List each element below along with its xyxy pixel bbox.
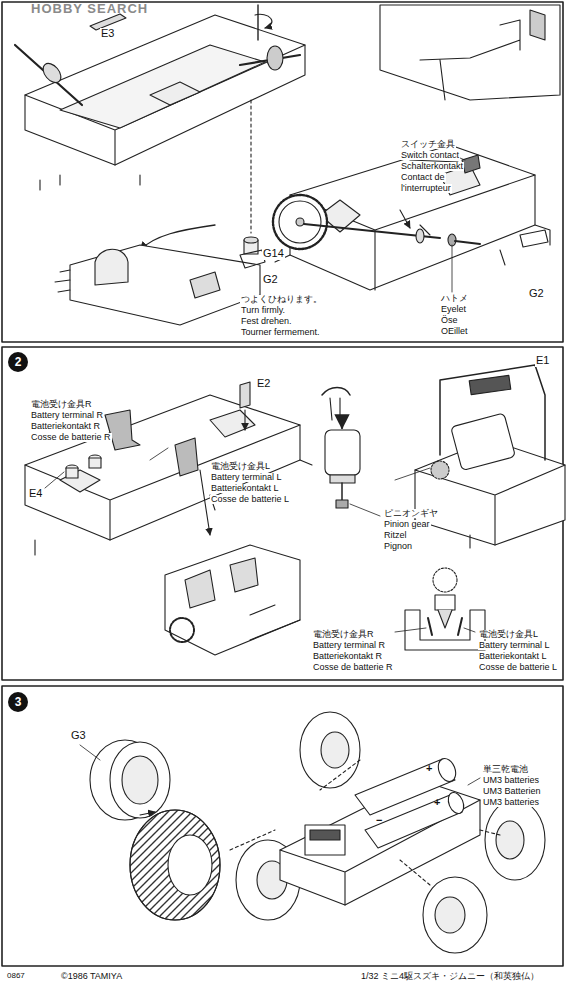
part-note: UM3 batteries <box>482 798 540 807</box>
instruction-note: Turn firmly. <box>240 306 286 315</box>
axle-line <box>230 760 500 885</box>
watermark: HOBBY SEARCH <box>30 2 149 16</box>
part-note: スイッチ金具 <box>400 140 456 149</box>
e2-part <box>240 382 250 430</box>
wheel-tire <box>80 740 220 920</box>
part-note: Battery terminal L <box>210 473 283 482</box>
part-note: OEillet <box>440 327 469 336</box>
shaft-gear <box>15 5 300 105</box>
arrow <box>140 225 215 250</box>
part-note: Cosse de batterie R <box>30 433 112 442</box>
polarity-sign: − <box>375 815 383 827</box>
part-note: Cosse de batterie L <box>210 495 290 504</box>
part-note: Batteriekontakt R <box>30 422 101 431</box>
terminal-detail <box>395 568 485 650</box>
part-number: G2 <box>528 288 545 300</box>
part-note: Eyelet <box>440 305 467 314</box>
part-number: E3 <box>100 28 115 40</box>
instruction-note: つよくひねります。 <box>240 295 323 304</box>
part-note: Pinion gear <box>383 520 431 529</box>
part-note: ハトメ <box>440 294 469 303</box>
leader-line <box>452 245 453 292</box>
chassis <box>380 5 560 100</box>
part-note: Ritzel <box>383 531 408 540</box>
e4-part <box>45 455 101 488</box>
part-note: Öse <box>440 316 459 325</box>
part-note: 電池受け金具R <box>312 630 375 639</box>
step-number: 2 <box>8 352 28 372</box>
wheel <box>236 712 545 953</box>
part-number: E1 <box>535 355 550 367</box>
instruction-note: Tourner fermement. <box>240 328 321 337</box>
part-note: Batteriekontakt L <box>210 484 280 493</box>
part-note: 電池受け金具L <box>210 462 271 471</box>
part-note: Switch contact <box>400 151 460 160</box>
part-note: Pignon <box>383 542 413 551</box>
battery-terminal <box>90 410 198 476</box>
step-panel <box>2 686 563 966</box>
motor <box>322 388 380 517</box>
code-number: 0867 <box>6 972 26 980</box>
arrow <box>200 470 210 535</box>
part-number: E2 <box>256 378 271 390</box>
part-note: UM3 batteries <box>482 776 540 785</box>
part-note: Contact de <box>400 173 446 182</box>
part-note: Battery terminal L <box>478 641 551 650</box>
part-number: G3 <box>70 730 87 742</box>
chassis <box>25 14 305 190</box>
chassis <box>25 395 312 555</box>
instruction-note: Fest drehen. <box>240 317 293 326</box>
part-number: E4 <box>28 488 43 500</box>
crown-gear-shaft <box>273 195 480 249</box>
detail-view <box>55 245 260 325</box>
part-note: Cosse de batterie L <box>478 663 558 672</box>
polarity-sign: + <box>433 797 441 809</box>
copyright: ©1986 TAMIYA <box>60 972 123 981</box>
part-note: l'interrupteur <box>400 184 452 193</box>
kit-title: 1/32 ミニ4駆スズキ・ジムニー（和英独仏） <box>360 972 540 981</box>
part-note: 単三乾電池 <box>482 765 529 774</box>
detail-view <box>165 545 300 655</box>
part-note: Batteriekontakt R <box>312 652 383 661</box>
part-note: Battery terminal R <box>312 641 386 650</box>
part-note: 電池受け金具R <box>30 400 93 409</box>
polarity-sign: + <box>425 763 433 775</box>
step-panel <box>2 2 563 342</box>
part-note: Batteriekontakt L <box>478 652 548 661</box>
part-note: Battery terminal R <box>30 411 104 420</box>
part-note: ピニオンギヤ <box>383 509 439 518</box>
g14-part <box>244 100 258 254</box>
part-note: 電池受け金具L <box>478 630 539 639</box>
battery <box>355 756 480 848</box>
part-number: G14 <box>262 248 285 260</box>
part-number: G2 <box>262 274 279 286</box>
chassis <box>240 145 550 290</box>
part-note: Cosse de batterie R <box>312 663 394 672</box>
step-number: 3 <box>8 692 28 712</box>
part-note: UM3 Batterien <box>482 787 542 796</box>
part-note: Schalterkontakt <box>400 162 464 171</box>
